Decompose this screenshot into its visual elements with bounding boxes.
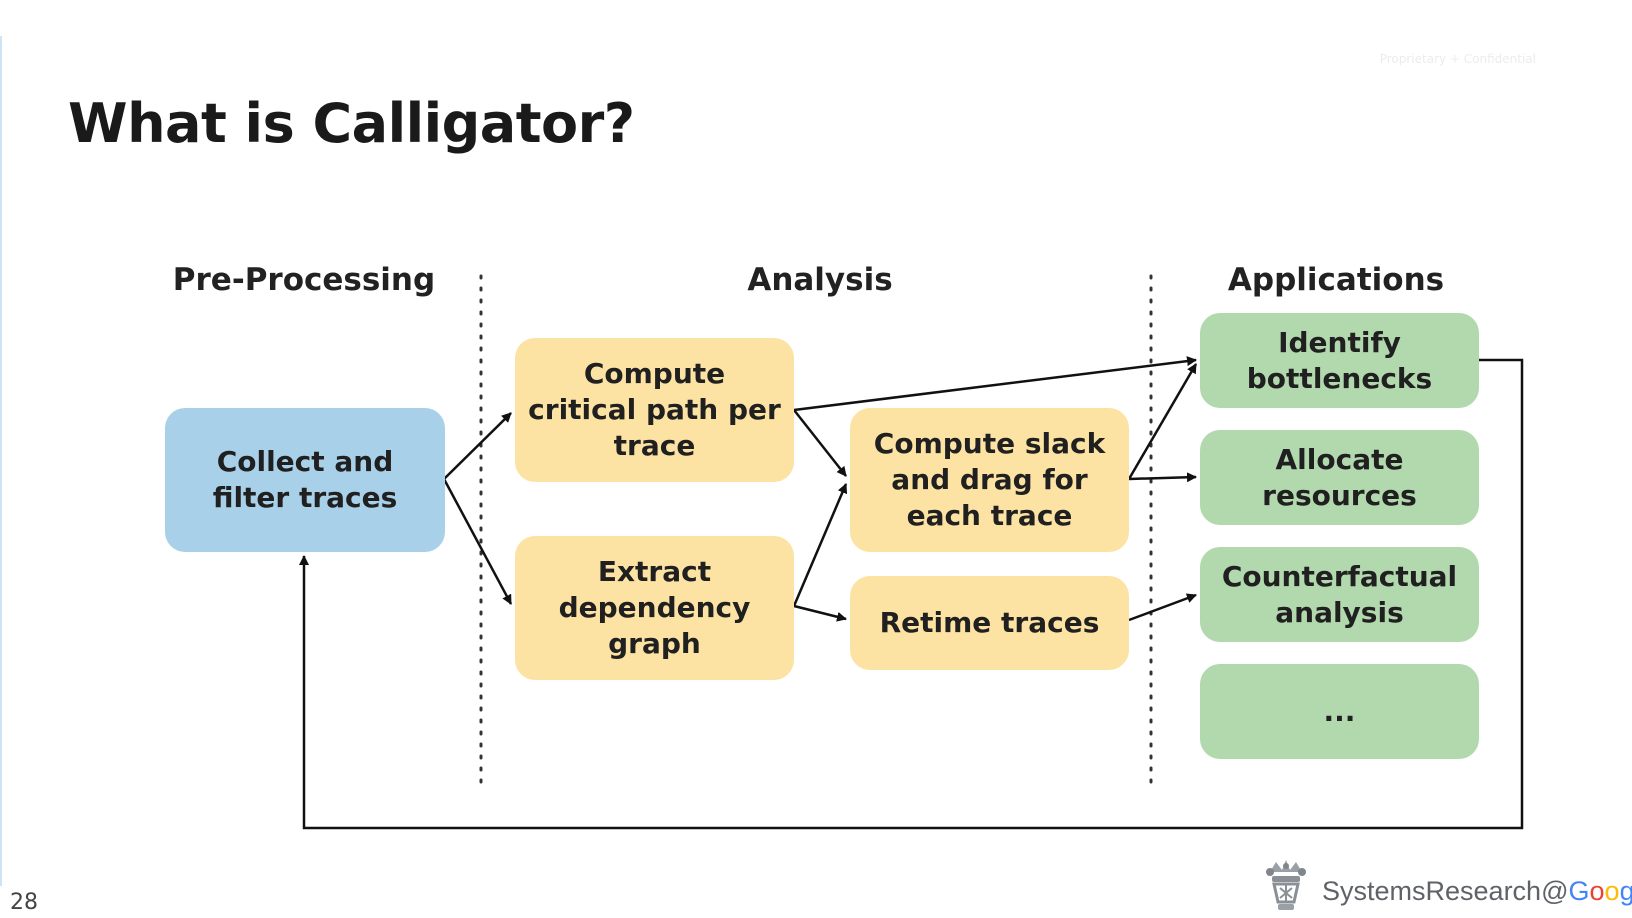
arrow-collect-to-critical-path: [443, 412, 512, 480]
node-allocate-resources: Allocate resources: [1200, 430, 1479, 525]
arrow-retime-to-counterfactual: [1128, 593, 1197, 622]
brand-prefix: SystemsResearch@: [1322, 876, 1569, 906]
node-collect-filter-traces: Collect and filter traces: [165, 408, 445, 552]
slide-left-edge: [0, 36, 2, 886]
google-wordmark: Google: [1568, 876, 1632, 906]
node-retime-traces: Retime traces: [850, 576, 1129, 670]
arrow-slack-drag-to-allocate: [1128, 472, 1197, 483]
arrow-critical-path-to-slack-drag: [793, 409, 847, 477]
section-header-analysis: Analysis: [747, 262, 893, 298]
arrow-collect-to-dependency-graph: [442, 478, 513, 605]
node-compute-critical-path: Compute critical path per trace: [515, 338, 794, 482]
crown-logo-icon: [1266, 860, 1306, 910]
arrow-dependency-graph-to-retime: [793, 604, 847, 622]
node-extract-dependency-graph: Extract dependency graph: [515, 536, 794, 680]
google-letter: o: [1589, 876, 1605, 906]
arrow-slack-drag-to-bottlenecks: [1127, 363, 1198, 480]
confidential-watermark: Proprietary + Confidential: [1379, 52, 1536, 66]
node-compute-slack-drag: Compute slack and drag for each trace: [850, 408, 1129, 552]
google-letter: G: [1568, 876, 1590, 906]
node-identify-bottlenecks: Identify bottlenecks: [1200, 313, 1479, 408]
node-counterfactual-analysis: Counterfactual analysis: [1200, 547, 1479, 642]
arrow-dependency-graph-to-slack-drag: [792, 483, 848, 607]
google-letter: o: [1604, 876, 1620, 906]
node-more-applications: ...: [1200, 664, 1479, 759]
page-number: 28: [10, 890, 38, 915]
section-header-preprocessing: Pre-Processing: [172, 262, 436, 298]
section-header-applications: Applications: [1227, 262, 1445, 298]
systems-research-google-logo: SystemsResearch@Google: [1322, 876, 1632, 907]
arrow-critical-path-to-bottlenecks: [793, 356, 1197, 412]
slide-title: What is Calligator?: [68, 92, 635, 155]
google-letter: g: [1619, 876, 1632, 906]
